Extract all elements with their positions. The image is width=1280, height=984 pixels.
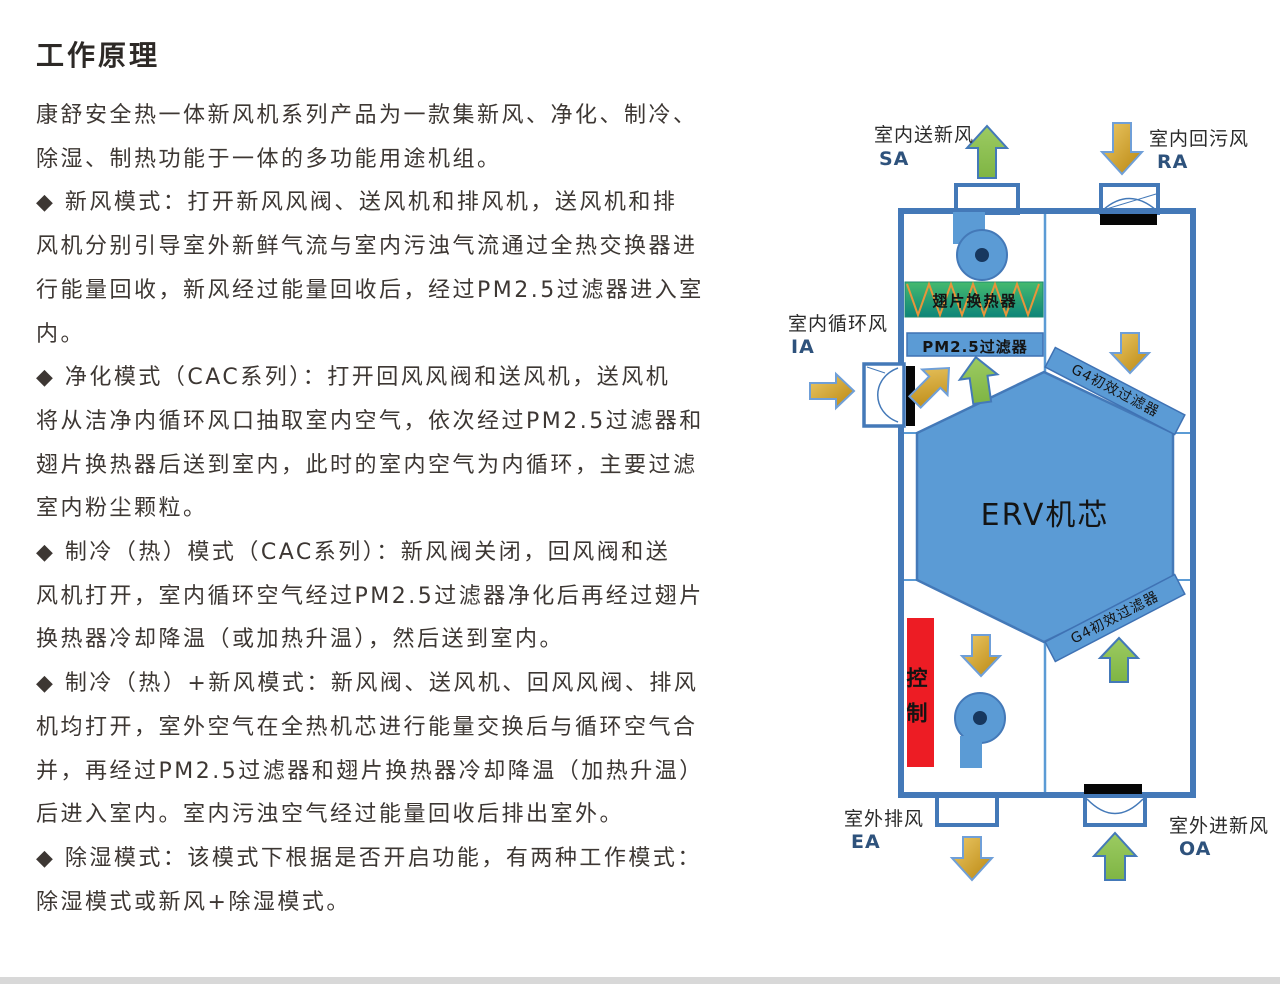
erv-core-label: ERV机芯 xyxy=(980,498,1110,533)
body-line: 康舒安全热一体新风机系列产品为一款集新风、净化、制冷、 xyxy=(36,103,698,128)
ra-code: RA xyxy=(1157,151,1189,173)
ia-label: 室内循环风 xyxy=(788,313,889,335)
g4-filter-bottom-bar xyxy=(1044,573,1186,663)
sa-label: 室内送新风 xyxy=(874,124,975,146)
core-to-exhaust-arrow-icon xyxy=(959,634,1003,678)
body-line: ◆ 除湿模式：该模式下根据是否开启功能，有两种工作模式： xyxy=(36,845,702,871)
ra-damper-bar xyxy=(1100,214,1157,225)
fin-heat-exchanger-label: 翅片换热器 xyxy=(932,292,1018,310)
ra-label: 室内回污风 xyxy=(1149,128,1250,150)
body-line: ◆ 制冷（热）+新风模式：新风阀、送风机、回风风阀、排风 xyxy=(36,671,699,697)
exhaust-fan-duct xyxy=(960,736,982,768)
erv-unit-diagram: 室内送新风 SA 室内回污风 RA 室内循环风 IA 室外排风 EA 室外进新风… xyxy=(780,90,1280,902)
exhaust-fan-hub xyxy=(973,711,987,725)
body-line: ◆ 净化模式（CAC系列）：打开回风风阀和送风机，送风机 xyxy=(36,365,671,391)
supply-fan-hub xyxy=(975,248,989,262)
body-line: 翅片换热器后送到室内，此时的室内空气为内循环，主要过滤 xyxy=(36,452,698,478)
body-line: ◆ 新风模式：打开新风风阀、送风机和排风机，送风机和排 xyxy=(36,190,678,216)
erv-unit-drawing xyxy=(809,122,1196,882)
body-line: ◆ 制冷（热）模式（CAC系列）：新风阀关闭，回风阀和送 xyxy=(36,540,671,566)
sa-flow-arrow-icon xyxy=(964,124,1010,179)
ra-damper-flap xyxy=(1102,197,1157,211)
fin-zigzag-pattern xyxy=(906,281,1040,318)
ra-damper-link xyxy=(1102,193,1157,211)
ea-code: EA xyxy=(851,831,881,853)
body-line: 除湿模式或新风+除湿模式。 xyxy=(36,889,351,915)
body-line: 并，再经过PM2.5过滤器和翅片换热器冷却降温（加热升温） xyxy=(36,758,704,784)
ia-damper xyxy=(862,362,906,428)
ia-code: IA xyxy=(791,336,815,358)
ia-flow-arrow-icon xyxy=(809,371,856,411)
footer-divider xyxy=(0,977,1280,984)
g4-filter-top-bar xyxy=(1044,346,1186,436)
body-line: 风机分别引导室外新鲜气流与室内污浊气流通过全热交换器进 xyxy=(36,234,698,260)
page-title: 工作原理 xyxy=(36,39,161,72)
body-line: 机均打开，室外空气在全热机芯进行能量交换后与循环空气合 xyxy=(36,714,698,740)
body-text: 康舒安全热一体新风机系列产品为一款集新风、净化、制冷、 除湿、制热功能于一体的多… xyxy=(36,94,756,924)
oa-flow-arrow-icon xyxy=(1091,831,1139,881)
pm25-filter-label: PM2.5过滤器 xyxy=(922,338,1028,356)
oa-label: 室外进新风 xyxy=(1169,815,1270,837)
oa-damper-flap xyxy=(1086,798,1144,815)
oa-into-core-arrow-icon xyxy=(1097,636,1141,683)
sa-code: SA xyxy=(879,148,910,170)
recirc-diagonal-arrow-icon xyxy=(907,366,951,410)
control-box-label: 控制 xyxy=(904,667,928,737)
core-to-filter-arrow-icon xyxy=(957,355,1000,406)
body-line: 室内粉尘颗粒。 xyxy=(36,496,208,522)
ia-damper-flap xyxy=(877,367,899,423)
ia-damper-link xyxy=(866,366,886,374)
body-line: 除湿、制热功能于一体的多功能用途机组。 xyxy=(36,146,502,172)
oa-duct xyxy=(1083,796,1147,827)
control-box xyxy=(907,618,934,767)
ea-flow-arrow-icon xyxy=(949,836,995,882)
ra-into-core-arrow-icon xyxy=(1108,332,1152,375)
pm25-filter-bar xyxy=(906,332,1044,357)
body-line: 行能量回收，新风经过能量回收后，经过PM2.5过滤器进入室 xyxy=(36,277,704,303)
body-line: 换热器冷却降温（或加热升温），然后送到室内。 xyxy=(36,627,565,653)
unit-housing xyxy=(898,208,1196,798)
body-line: 内。 xyxy=(36,321,86,347)
ea-duct xyxy=(935,796,999,827)
ea-label: 室外排风 xyxy=(844,808,925,830)
oa-code: OA xyxy=(1179,838,1212,860)
oa-damper-bar xyxy=(1084,784,1142,794)
body-line: 将从洁净内循环风口抽取室内空气，依次经过PM2.5过滤器和 xyxy=(36,408,704,434)
body-line: 风机打开，室内循环空气经过PM2.5过滤器净化后再经过翅片 xyxy=(36,583,704,609)
body-line: 后进入室内。室内污浊空气经过能量回收后排出室外。 xyxy=(36,802,625,828)
ra-flow-arrow-icon xyxy=(1099,122,1145,176)
